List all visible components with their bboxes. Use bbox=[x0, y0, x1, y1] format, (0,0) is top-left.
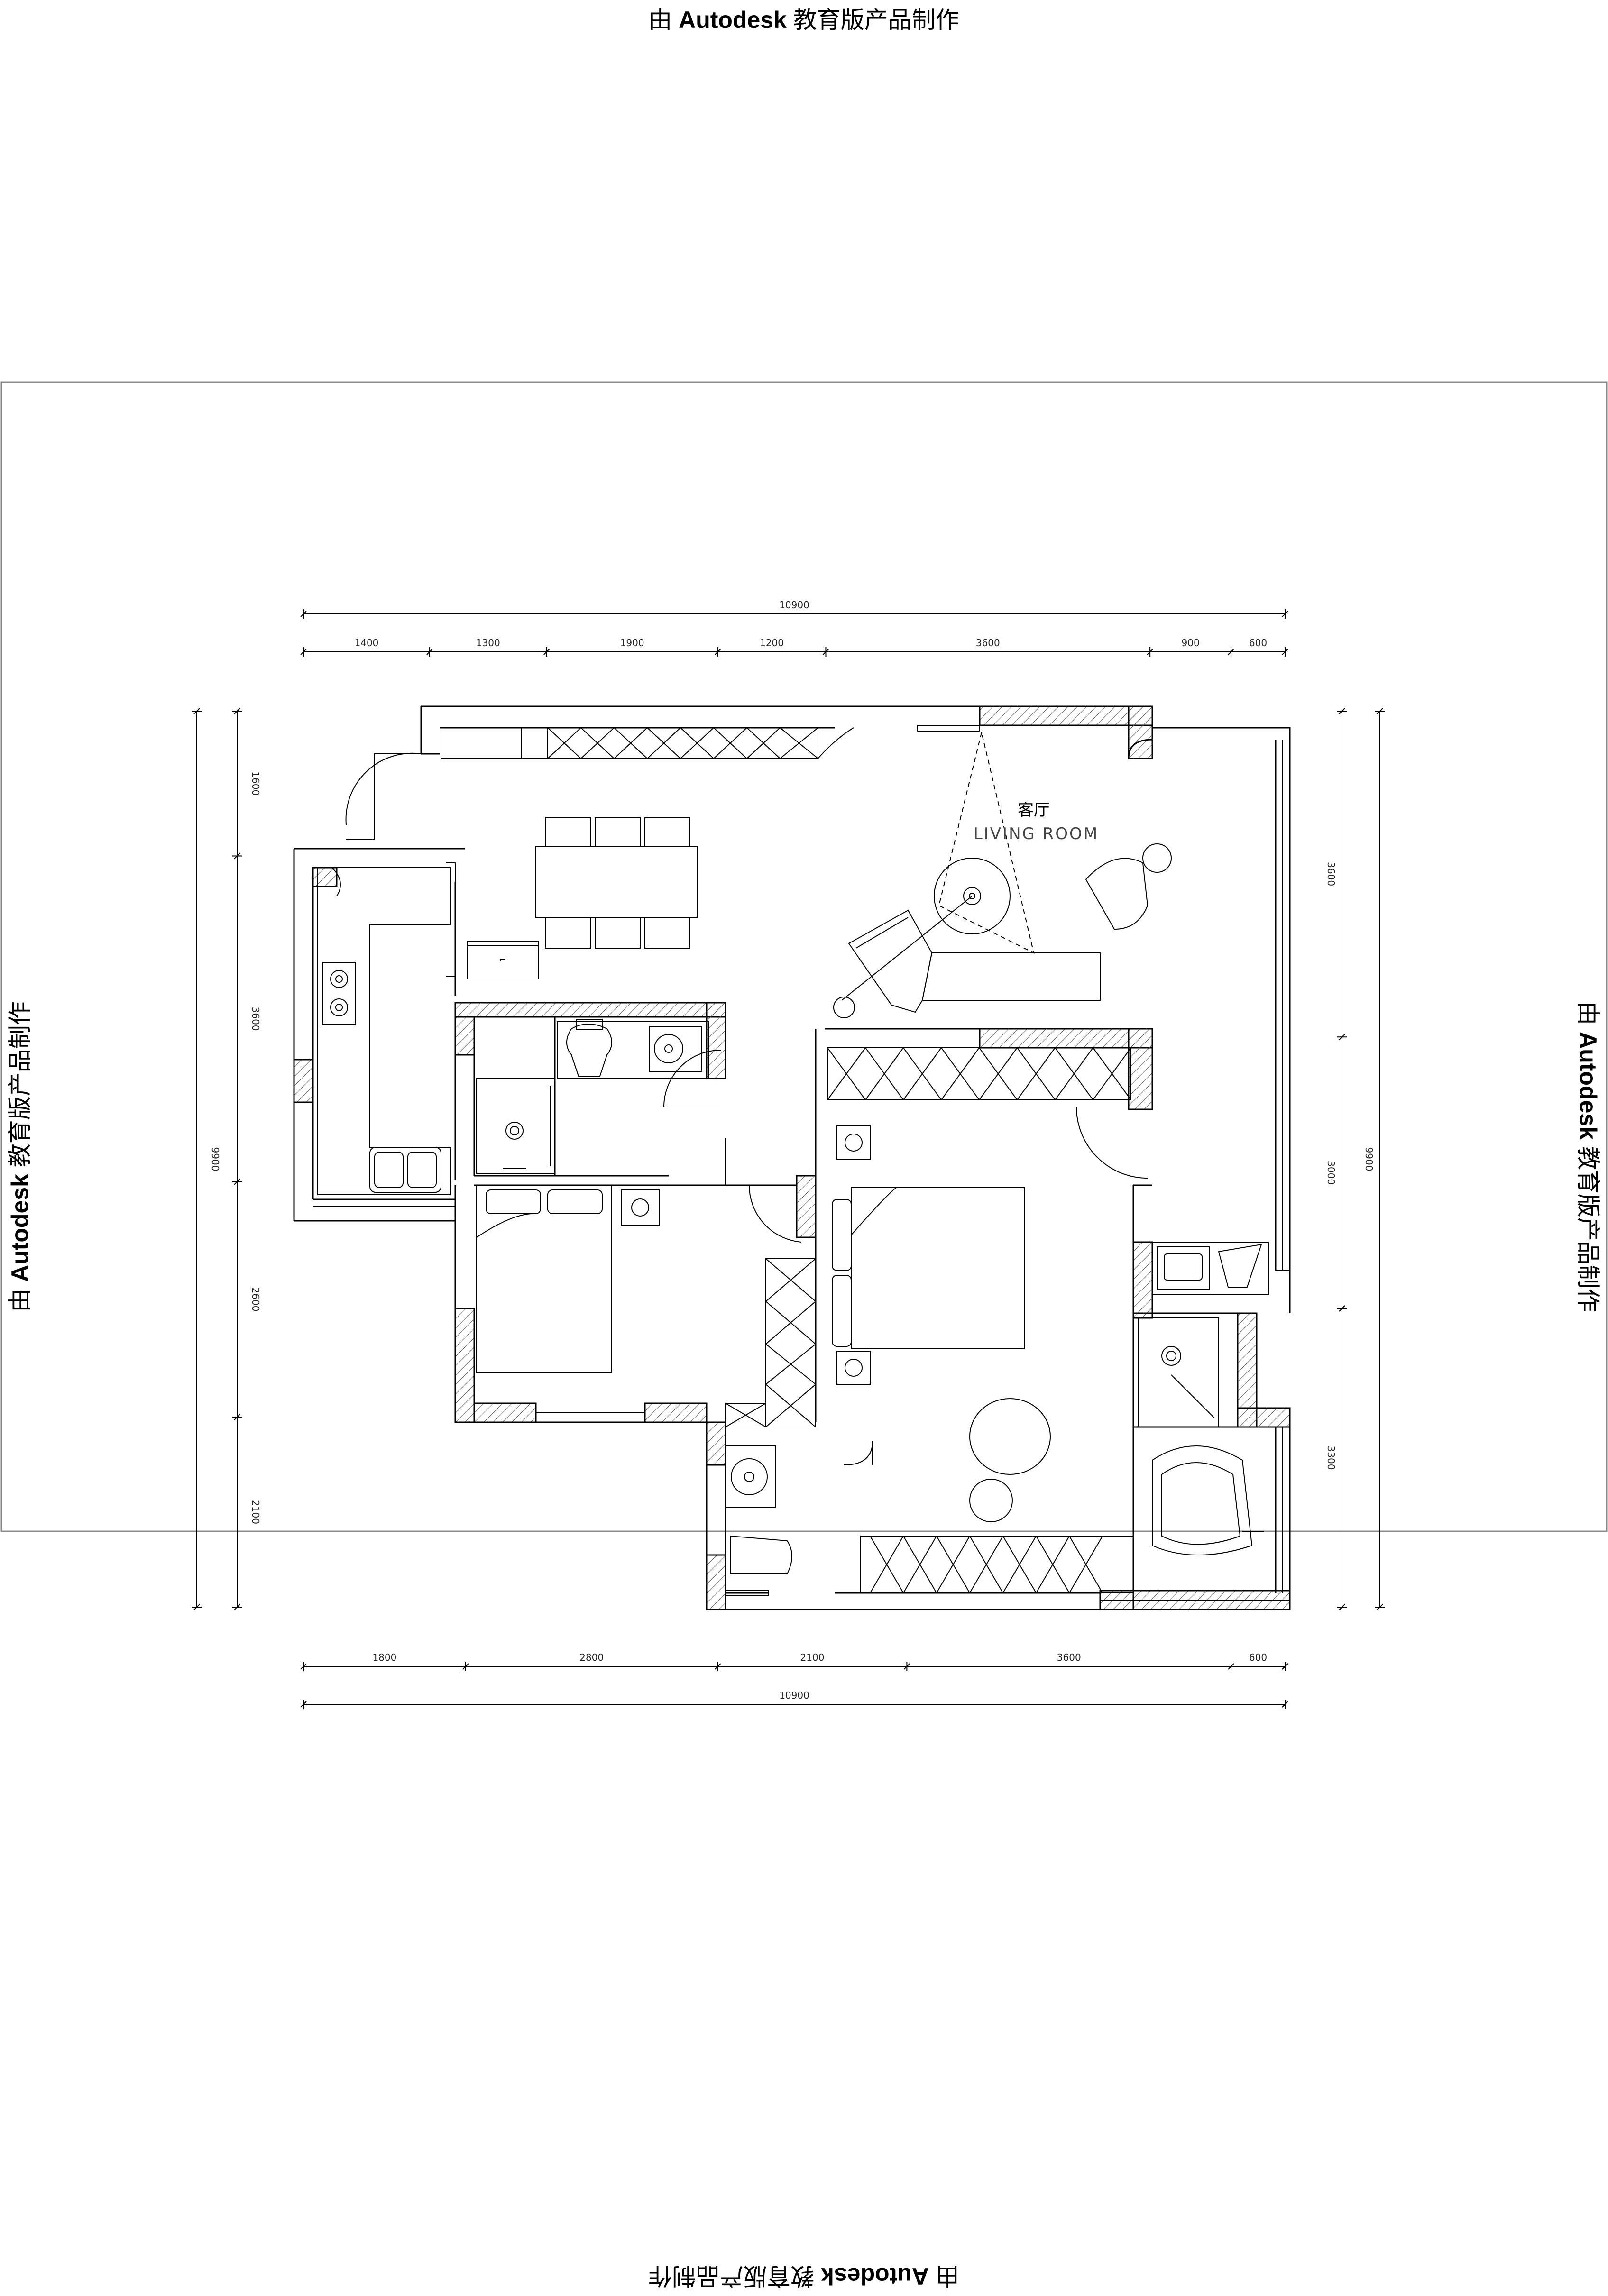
bathroom-lower bbox=[725, 1445, 792, 1596]
dimension-label: 900 bbox=[1182, 637, 1200, 649]
shower-drain-icon bbox=[1161, 1346, 1181, 1366]
dimension-label: 3600 bbox=[1325, 862, 1337, 886]
dimension-label: 2800 bbox=[579, 1652, 604, 1663]
wardrobe-vertical bbox=[725, 1258, 816, 1427]
dimension-label: 9900 bbox=[1363, 1147, 1375, 1171]
bedside-lamp-icon bbox=[845, 1134, 863, 1152]
bedside-lamp-icon bbox=[845, 1359, 863, 1377]
coffee-table-icon bbox=[934, 858, 1011, 934]
lounge-chair bbox=[969, 1398, 1051, 1475]
toilet-icon bbox=[566, 1024, 612, 1077]
dimension-label: 3300 bbox=[1325, 1446, 1337, 1470]
dimension-label: 9900 bbox=[210, 1147, 221, 1171]
dimension-label: 600 bbox=[1249, 1652, 1267, 1663]
dimension-label: 600 bbox=[1249, 637, 1267, 649]
dimension-labels: 10900 1400 1300 1900 1200 3600 900 600 1800 2800 2… bbox=[210, 599, 1375, 1701]
dimension-label: 2600 bbox=[250, 1287, 261, 1311]
bathroom-upper: ⌐ bbox=[467, 941, 709, 1174]
dimension-label: 2100 bbox=[250, 1500, 261, 1524]
basin-icon bbox=[654, 1034, 683, 1063]
dimension-label: 3600 bbox=[1057, 1652, 1081, 1663]
bedside-lamp-icon bbox=[631, 1198, 649, 1217]
dimension-label: 1800 bbox=[372, 1652, 396, 1663]
wardrobe-top bbox=[441, 727, 854, 759]
bedroom-left bbox=[476, 1185, 660, 1373]
bathtub-icon bbox=[1152, 1445, 1253, 1555]
chair bbox=[644, 917, 690, 949]
svg-text:⌐: ⌐ bbox=[499, 955, 506, 965]
watermark-prefix: 由 bbox=[648, 7, 672, 33]
dimension-label: 10900 bbox=[779, 599, 809, 611]
bathroom-right bbox=[1138, 1242, 1269, 1555]
watermark-top: 由 Autodesk 教育版产品制作 bbox=[648, 1, 959, 35]
toilet-icon bbox=[730, 1535, 792, 1574]
bedroom-right bbox=[832, 1125, 1051, 1522]
dining-table bbox=[535, 817, 698, 949]
chair bbox=[545, 817, 591, 847]
dimension-label: 1300 bbox=[476, 637, 500, 649]
watermark-suffix: 教育版产品制作 bbox=[793, 7, 959, 33]
dimension-label: 1600 bbox=[250, 771, 261, 796]
bed bbox=[851, 1187, 1025, 1349]
stove-burner-icon bbox=[330, 998, 348, 1016]
doors bbox=[345, 752, 1148, 1465]
stove-burner-icon bbox=[330, 970, 348, 988]
dimension-label: 1200 bbox=[760, 637, 784, 649]
sheet-frame bbox=[0, 381, 1608, 1532]
kitchen-counter bbox=[317, 862, 456, 1195]
room-label-cn: 客厅 bbox=[1018, 801, 1050, 819]
dimension-label: 1900 bbox=[620, 637, 644, 649]
chair bbox=[595, 917, 641, 949]
kitchen-sink-icon bbox=[369, 1147, 441, 1193]
windows bbox=[313, 740, 1290, 1601]
dimension-label: 3600 bbox=[976, 637, 1000, 649]
dimension-label: 3000 bbox=[1325, 1161, 1337, 1185]
dimension-label: 2100 bbox=[800, 1652, 825, 1663]
chair bbox=[595, 817, 641, 847]
bed bbox=[476, 1185, 612, 1373]
living-room-furniture bbox=[833, 725, 1172, 1018]
wardrobe-middle bbox=[827, 1047, 1131, 1100]
walls bbox=[293, 705, 1291, 1610]
armchair bbox=[1085, 858, 1149, 930]
basin-icon bbox=[731, 1458, 768, 1495]
watermark-brand: Autodesk bbox=[679, 7, 787, 33]
chair bbox=[644, 817, 690, 847]
wardrobe-bottom bbox=[860, 1536, 1134, 1593]
chair bbox=[545, 917, 591, 949]
shower-drain-icon bbox=[505, 1122, 524, 1140]
dimension-label: 10900 bbox=[779, 1690, 809, 1701]
dimension-lines bbox=[192, 609, 1385, 1709]
room-label-en: LIVING ROOM bbox=[974, 824, 1099, 843]
sofa bbox=[921, 952, 1101, 1001]
dimension-label: 1400 bbox=[354, 637, 378, 649]
dimension-label: 3600 bbox=[250, 1007, 261, 1031]
